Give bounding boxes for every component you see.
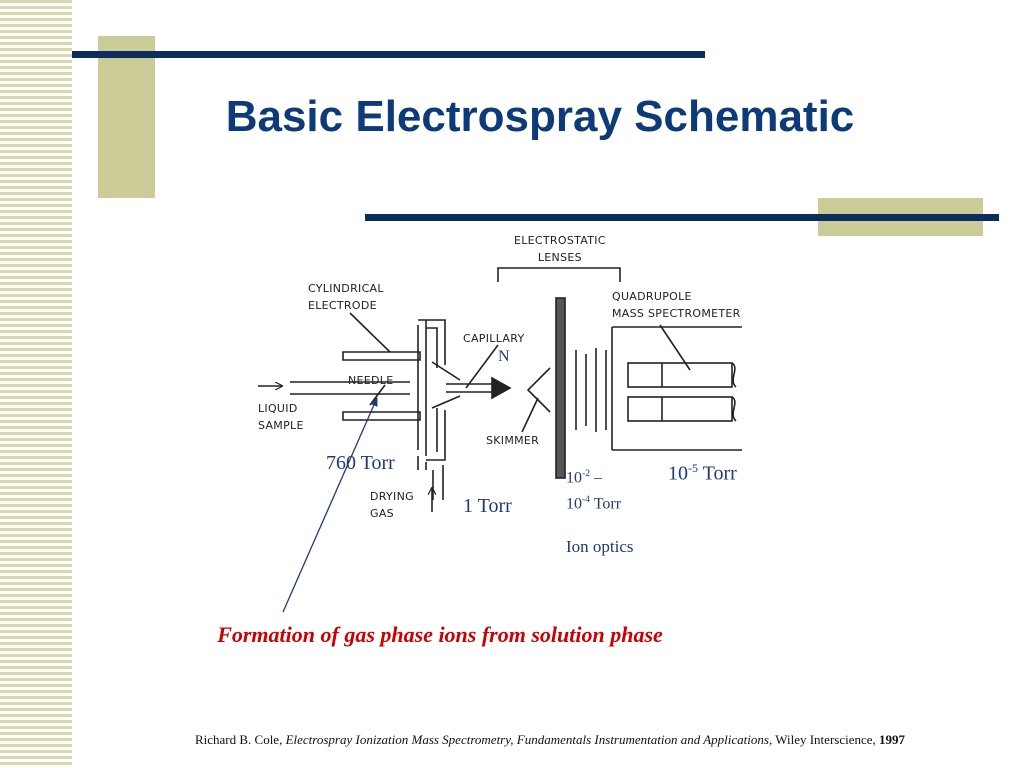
lens-plate [555,297,566,479]
leader-quadrupole [659,324,691,371]
pressure-mid-exp-b: -4 [582,494,590,506]
pressure-high-exp: -5 [688,461,698,475]
needle [290,381,410,395]
pressure-mid-base-a: 10 [566,469,582,487]
top-left-accent-block [98,36,155,198]
liquid-sample-label: LIQUID SAMPLE [258,402,304,432]
leader-skimmer [521,397,539,433]
pressure-mid-dash: – [590,469,602,487]
left-stripe-decoration [0,0,72,768]
citation: Richard B. Cole, Electrospray Ionization… [90,732,1010,748]
n-label: N [498,348,510,365]
skimmer [526,367,551,413]
pressure-1-label: 1 Torr [463,495,512,517]
drying-gas-inlet [417,456,444,500]
leader-cylindrical [349,312,391,353]
skimmer-label: SKIMMER [486,434,540,447]
schematic-lines [258,267,742,512]
pressure-high-label: 10-5 Torr [668,461,737,486]
citation-author: Richard B. Cole, [194,732,286,747]
cylindrical-electrode-label: CYLINDRICAL ELECTRODE [308,282,384,312]
lens-bracket [497,267,621,282]
citation-publisher: , Wiley Interscience, [768,732,880,747]
quadrupole-housing [611,326,742,451]
pressure-mid-exp-a: -2 [582,468,590,479]
citation-book: Electrospray Ionization Mass Spectrometr… [285,732,769,747]
capillary-tip [491,376,512,400]
pressure-high-unit: Torr [698,462,737,485]
quadrupole-rod-top [627,362,733,388]
citation-year: 1997 [879,732,906,747]
capillary-label: CAPILLARY [463,332,525,345]
drying-gas-label: DRYING GAS [370,490,414,520]
pressure-mid-base-b: 10 [566,495,582,513]
quadrupole-label: QUADRUPOLE MASS SPECTROMETER [612,290,741,320]
electrostatic-lenses-label: ELECTROSTATIC LENSES [514,234,606,264]
caption: Formation of gas phase ions from solutio… [217,622,663,647]
cylindrical-electrode-top [342,351,421,361]
pressure-mid-label: 10-2 – 10-4 Torr [566,463,621,516]
leader-capillary [465,344,499,389]
formation-pointer-arrow [282,397,378,613]
ion-optics-lenses [575,348,607,432]
right-accent-line [365,214,999,221]
chamber-wall-upper [417,319,446,456]
pressure-high-base: 10 [668,462,688,485]
cylindrical-electrode-bottom [342,411,421,421]
needle-label: NEEDLE [348,374,394,387]
chamber-wall-lower [426,408,446,461]
capillary-tube [446,383,495,393]
pressure-mid-unit: Torr [590,495,622,513]
capillary-cone [431,361,461,409]
page-title: Basic Electrospray Schematic [225,92,855,141]
rod-ends [731,362,737,422]
top-accent-line [72,51,705,58]
ion-optics-label: Ion optics [566,537,634,556]
pressure-760-label: 760 Torr [326,452,395,474]
quadrupole-rod-bottom [627,396,733,422]
